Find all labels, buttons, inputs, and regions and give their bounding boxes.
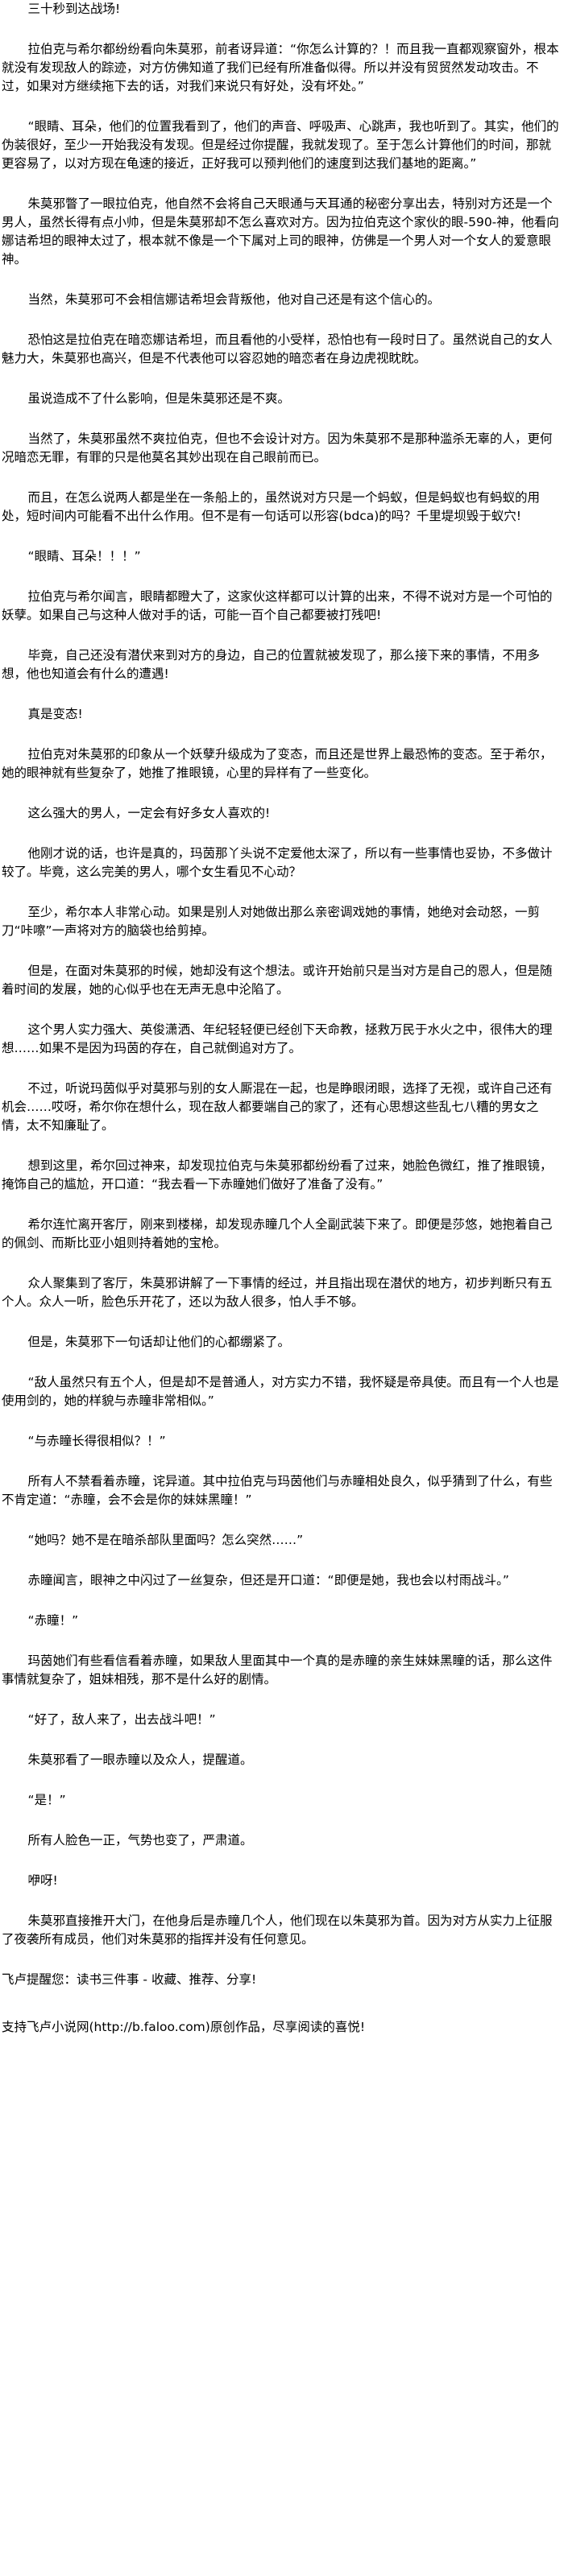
paragraph: 至少，希尔本人非常心动。如果是别人对她做出那么亲密调戏她的事情，她绝对会动怒，一… xyxy=(2,905,541,938)
paragraph: 拉伯克与希尔都纷纷看向朱莫邪，前者讶异道：“你怎么计算的？！而且我一直都观察窗外… xyxy=(2,42,559,93)
paragraph: 玛茵她们有些看信看着赤瞳，如果敌人里面其中一个真的是赤瞳的亲生妹妹黑瞳的话，那么… xyxy=(2,1653,553,1686)
paragraph: 他刚才说的话，也许是真的，玛茵那丫头说不定爱他太深了，所以有一些事情也妥协，不多… xyxy=(2,846,553,879)
chapter-opening-line: 三十秒到达战场! xyxy=(27,2,121,16)
paragraph: 虽说造成不了什么影响，但是朱莫邪还是不爽。 xyxy=(27,391,291,406)
footer-reminder: 飞卢提醒您：读书三件事 - 收藏、推荐、分享! xyxy=(2,1972,257,1987)
paragraph: 但是，在面对朱莫邪的时候，她却没有这个想法。或许开始前只是当对方是自己的恩人，但… xyxy=(2,964,553,997)
paragraph: 拉伯克对朱莫邪的印象从一个妖孽升级成为了变态，而且还是世界上最恐怖的变态。至于希… xyxy=(2,747,553,780)
paragraph: 希尔连忙离开客厅，刚来到楼梯，却发现赤瞳几个人全副武装下来了。即便是莎悠，她抱着… xyxy=(2,1217,553,1250)
paragraph: 恐怕这是拉伯克在暗恋娜诘希坦，而且看他的小受样，恐怕也有一段时日了。虽然说自己的… xyxy=(2,332,553,365)
footer-support-link[interactable]: 支持飞卢小说网(http://b.faloo.com)原创作品，尽享阅读的喜悦! xyxy=(2,2020,366,2034)
paragraph: 当然，朱莫邪可不会相信娜诘希坦会背叛他，他对自己还是有这个信心的。 xyxy=(27,292,441,307)
paragraph: 而且，在怎么说两人都是坐在一条船上的，虽然说对方只是一个蚂蚁，但是蚂蚁也有蚂蚁的… xyxy=(2,490,541,523)
paragraph: 这个男人实力强大、英俊潇洒、年纪轻轻便已经创下天命教，拯救万民于水火之中，很伟大… xyxy=(2,1022,553,1055)
paragraph: 真是变态! xyxy=(27,707,83,721)
paragraph: 不过，听说玛茵似乎对莫邪与别的女人厮混在一起，也是睁眼闭眼，选择了无视，或许自己… xyxy=(2,1081,553,1133)
paragraph: 这么强大的男人，一定会有好多女人喜欢的! xyxy=(27,806,271,820)
paragraph: “好了，敌人来了，出去战斗吧！” xyxy=(27,1712,216,1727)
chapter-content: 三十秒到达战场! 拉伯克与希尔都纷纷看向朱莫邪，前者讶异道：“你怎么计算的？！而且… xyxy=(2,0,559,2034)
paragraph: 朱莫邪直接推开大门，在他身后是赤瞳几个人，他们现在以朱莫邪为首。因为对方从实力上… xyxy=(2,1913,553,1946)
chapter-body: 三十秒到达战场! 拉伯克与希尔都纷纷看向朱莫邪，前者讶异道：“你怎么计算的？！而且… xyxy=(2,0,559,1949)
paragraph: “敌人虽然只有五个人，但是却不是普通人，对方实力不错，我怀疑是帝具使。而且有一个… xyxy=(2,1375,559,1408)
paragraph: 所有人脸色一正，气势也变了，严肃道。 xyxy=(27,1833,253,1847)
paragraph: 拉伯克与希尔闻言，眼睛都瞪大了，这家伙这样都可以计算的出来，不得不说对方是一个可… xyxy=(2,589,553,622)
paragraph: 所有人不禁看着赤瞳，诧异道。其中拉伯克与玛茵他们与赤瞳相处良久，似乎猜到了什么，… xyxy=(2,1474,553,1507)
paragraph: “眼睛、耳朵！！！” xyxy=(27,549,141,564)
paragraph: 众人聚集到了客厅，朱莫邪讲解了一下事情的经过，并且指出现在潜伏的地方，初步判断只… xyxy=(2,1276,553,1309)
paragraph: 赤瞳闻言，眼神之中闪过了一丝复杂，但还是开口道：“即便是她，我也会以村雨战斗。” xyxy=(27,1573,509,1587)
paragraph: “赤瞳！” xyxy=(27,1613,79,1628)
paragraph: “是！” xyxy=(27,1793,66,1807)
paragraph: 咿呀! xyxy=(27,1873,58,1888)
paragraph: “她吗？她不是在暗杀部队里面吗？怎么突然……” xyxy=(27,1533,304,1547)
paragraph: 毕竟，自己还没有潜伏来到对方的身边，自己的位置就被发现了，那么接下来的事情，不用… xyxy=(2,648,541,681)
paragraph: 但是，朱莫邪下一句话却让他们的心都绷紧了。 xyxy=(27,1335,291,1349)
paragraph: “眼睛、耳朵，他们的位置我看到了，他们的声音、呼吸声、心跳声，我也听到了。其实，… xyxy=(2,119,559,171)
paragraph: 想到这里，希尔回过神来，却发现拉伯克与朱莫邪都纷纷看了过来，她脸色微红，推了推眼… xyxy=(2,1158,553,1191)
paragraph: 当然了，朱莫邪虽然不爽拉伯克，但也不会设计对方。因为朱莫邪不是那种滥杀无辜的人，… xyxy=(2,431,553,464)
paragraph: 朱莫邪瞥了一眼拉伯克，他自然不会将自己天眼通与天耳通的秘密分享出去，特别对方还是… xyxy=(2,196,559,266)
paragraph: 朱莫邪看了一眼赤瞳以及众人，提醒道。 xyxy=(27,1752,253,1767)
paragraph: “与赤瞳长得很相似？！” xyxy=(27,1434,166,1448)
